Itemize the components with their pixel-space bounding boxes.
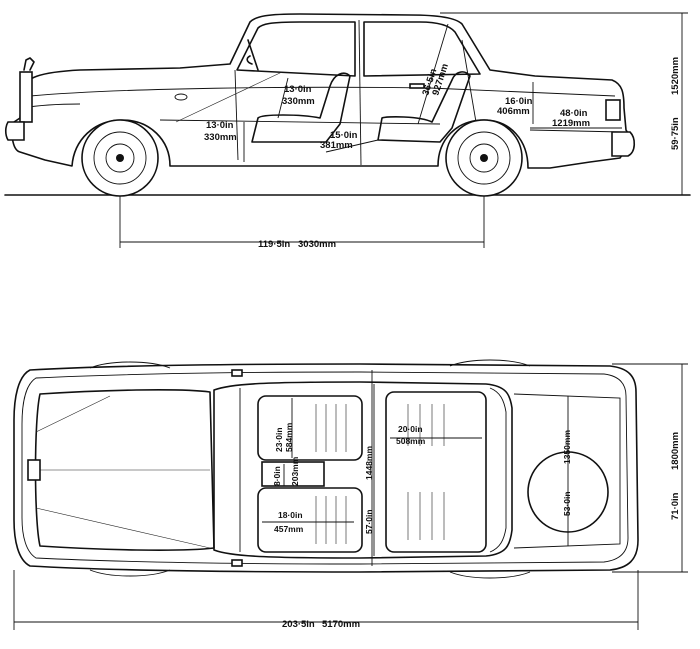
side-body-outline — [11, 13, 630, 169]
legroom-dim-line — [325, 139, 379, 153]
rear-seat-depth-in: 20·0in — [398, 424, 423, 434]
rear-seat-depth-mm: 508mm — [396, 436, 426, 446]
overall-length-mm: 5170mm — [322, 619, 360, 630]
rear-wheel — [445, 119, 523, 197]
top-inner-outline — [21, 371, 629, 565]
top-body-outline — [13, 363, 639, 573]
grille — [19, 71, 33, 123]
top-view: 23·0in 584mm 8·0in 203mm 18·0in 457mm 57… — [13, 359, 688, 630]
legroom-in: 15·0in — [330, 130, 358, 141]
tail-light — [605, 99, 621, 121]
wheelbase-mm: 3030mm — [298, 239, 336, 250]
armrest-in: 8·0in — [272, 466, 282, 486]
rear-window — [363, 21, 481, 77]
interior-width-mm: 1448mm — [364, 446, 374, 480]
legroom-mm: 381mm — [320, 140, 353, 151]
front-seat — [251, 72, 351, 143]
boot-length-mm: 1219mm — [552, 118, 590, 129]
rear-seat-mm: 406mm — [497, 106, 530, 117]
rear-parcel-shelf — [489, 387, 507, 553]
mirror-right — [231, 559, 243, 567]
front-seat-width-in: 18·0in — [278, 510, 303, 520]
overall-width-mm: 1800mm — [670, 432, 681, 470]
boot-width-mm: 1350mm — [562, 430, 572, 464]
steering-wheel — [246, 39, 259, 71]
rear-arch-left — [449, 359, 531, 367]
rear-seat-ribs — [407, 404, 445, 540]
front-seat-ribs — [315, 404, 347, 544]
side-swage-line — [29, 86, 616, 97]
boot-width-in: 53·0in — [562, 491, 572, 516]
armrest-mm: 203mm — [290, 456, 300, 486]
rear-seat-in: 16·0in — [505, 96, 533, 107]
rear-seat-bench — [385, 391, 487, 553]
dash-reference-line — [175, 71, 283, 123]
wheelbase-in: 119·5in — [258, 239, 290, 250]
mascot — [23, 57, 35, 71]
overall-length-in: 203·5in — [282, 619, 315, 630]
bonnet-diag-lower — [35, 507, 211, 549]
cabin-outline — [213, 381, 513, 559]
front-badge — [174, 93, 188, 101]
front-seat-right — [257, 487, 363, 553]
front-window — [236, 21, 356, 77]
front-seat-depth-mm: 584mm — [284, 422, 294, 452]
grille-badge — [27, 459, 41, 481]
front-headroom-dim-line — [277, 77, 289, 119]
boot-lid — [513, 393, 621, 549]
boot-length-in: 48·0in — [560, 108, 588, 119]
overall-height-mm: 1520mm — [670, 57, 681, 95]
side-view: 13·0in 330mm 13·0in 330mm 15·0in 381mm 3… — [4, 12, 691, 250]
front-arch-left — [89, 361, 171, 369]
rear-bumper — [611, 131, 636, 157]
front-arch-right — [89, 569, 171, 577]
front-seat-depth-in: 23·0in — [274, 427, 284, 452]
seat-height-mm: 330mm — [204, 132, 237, 143]
overall-width-in: 71·0in — [670, 492, 681, 520]
front-bumper — [4, 121, 25, 141]
rear-seat — [377, 71, 471, 143]
interior-width-in: 57·0in — [364, 509, 374, 534]
mirror-left — [231, 369, 243, 377]
bonnet-diag-upper — [35, 395, 111, 433]
front-wheel — [81, 119, 159, 197]
front-headroom-mm: 330mm — [282, 96, 315, 107]
overall-height-in: 59·75in — [670, 117, 681, 150]
front-seat-width-mm: 457mm — [274, 524, 304, 534]
door-front-edge — [234, 69, 239, 161]
front-headroom-in: 13·0in — [284, 84, 312, 95]
door-handle — [409, 83, 425, 89]
rear-arch-right — [449, 571, 531, 579]
rear-headroom-dim-line — [417, 23, 449, 125]
seat-height-in: 13·0in — [206, 120, 234, 131]
armrest — [261, 461, 325, 487]
b-pillar — [358, 19, 362, 166]
